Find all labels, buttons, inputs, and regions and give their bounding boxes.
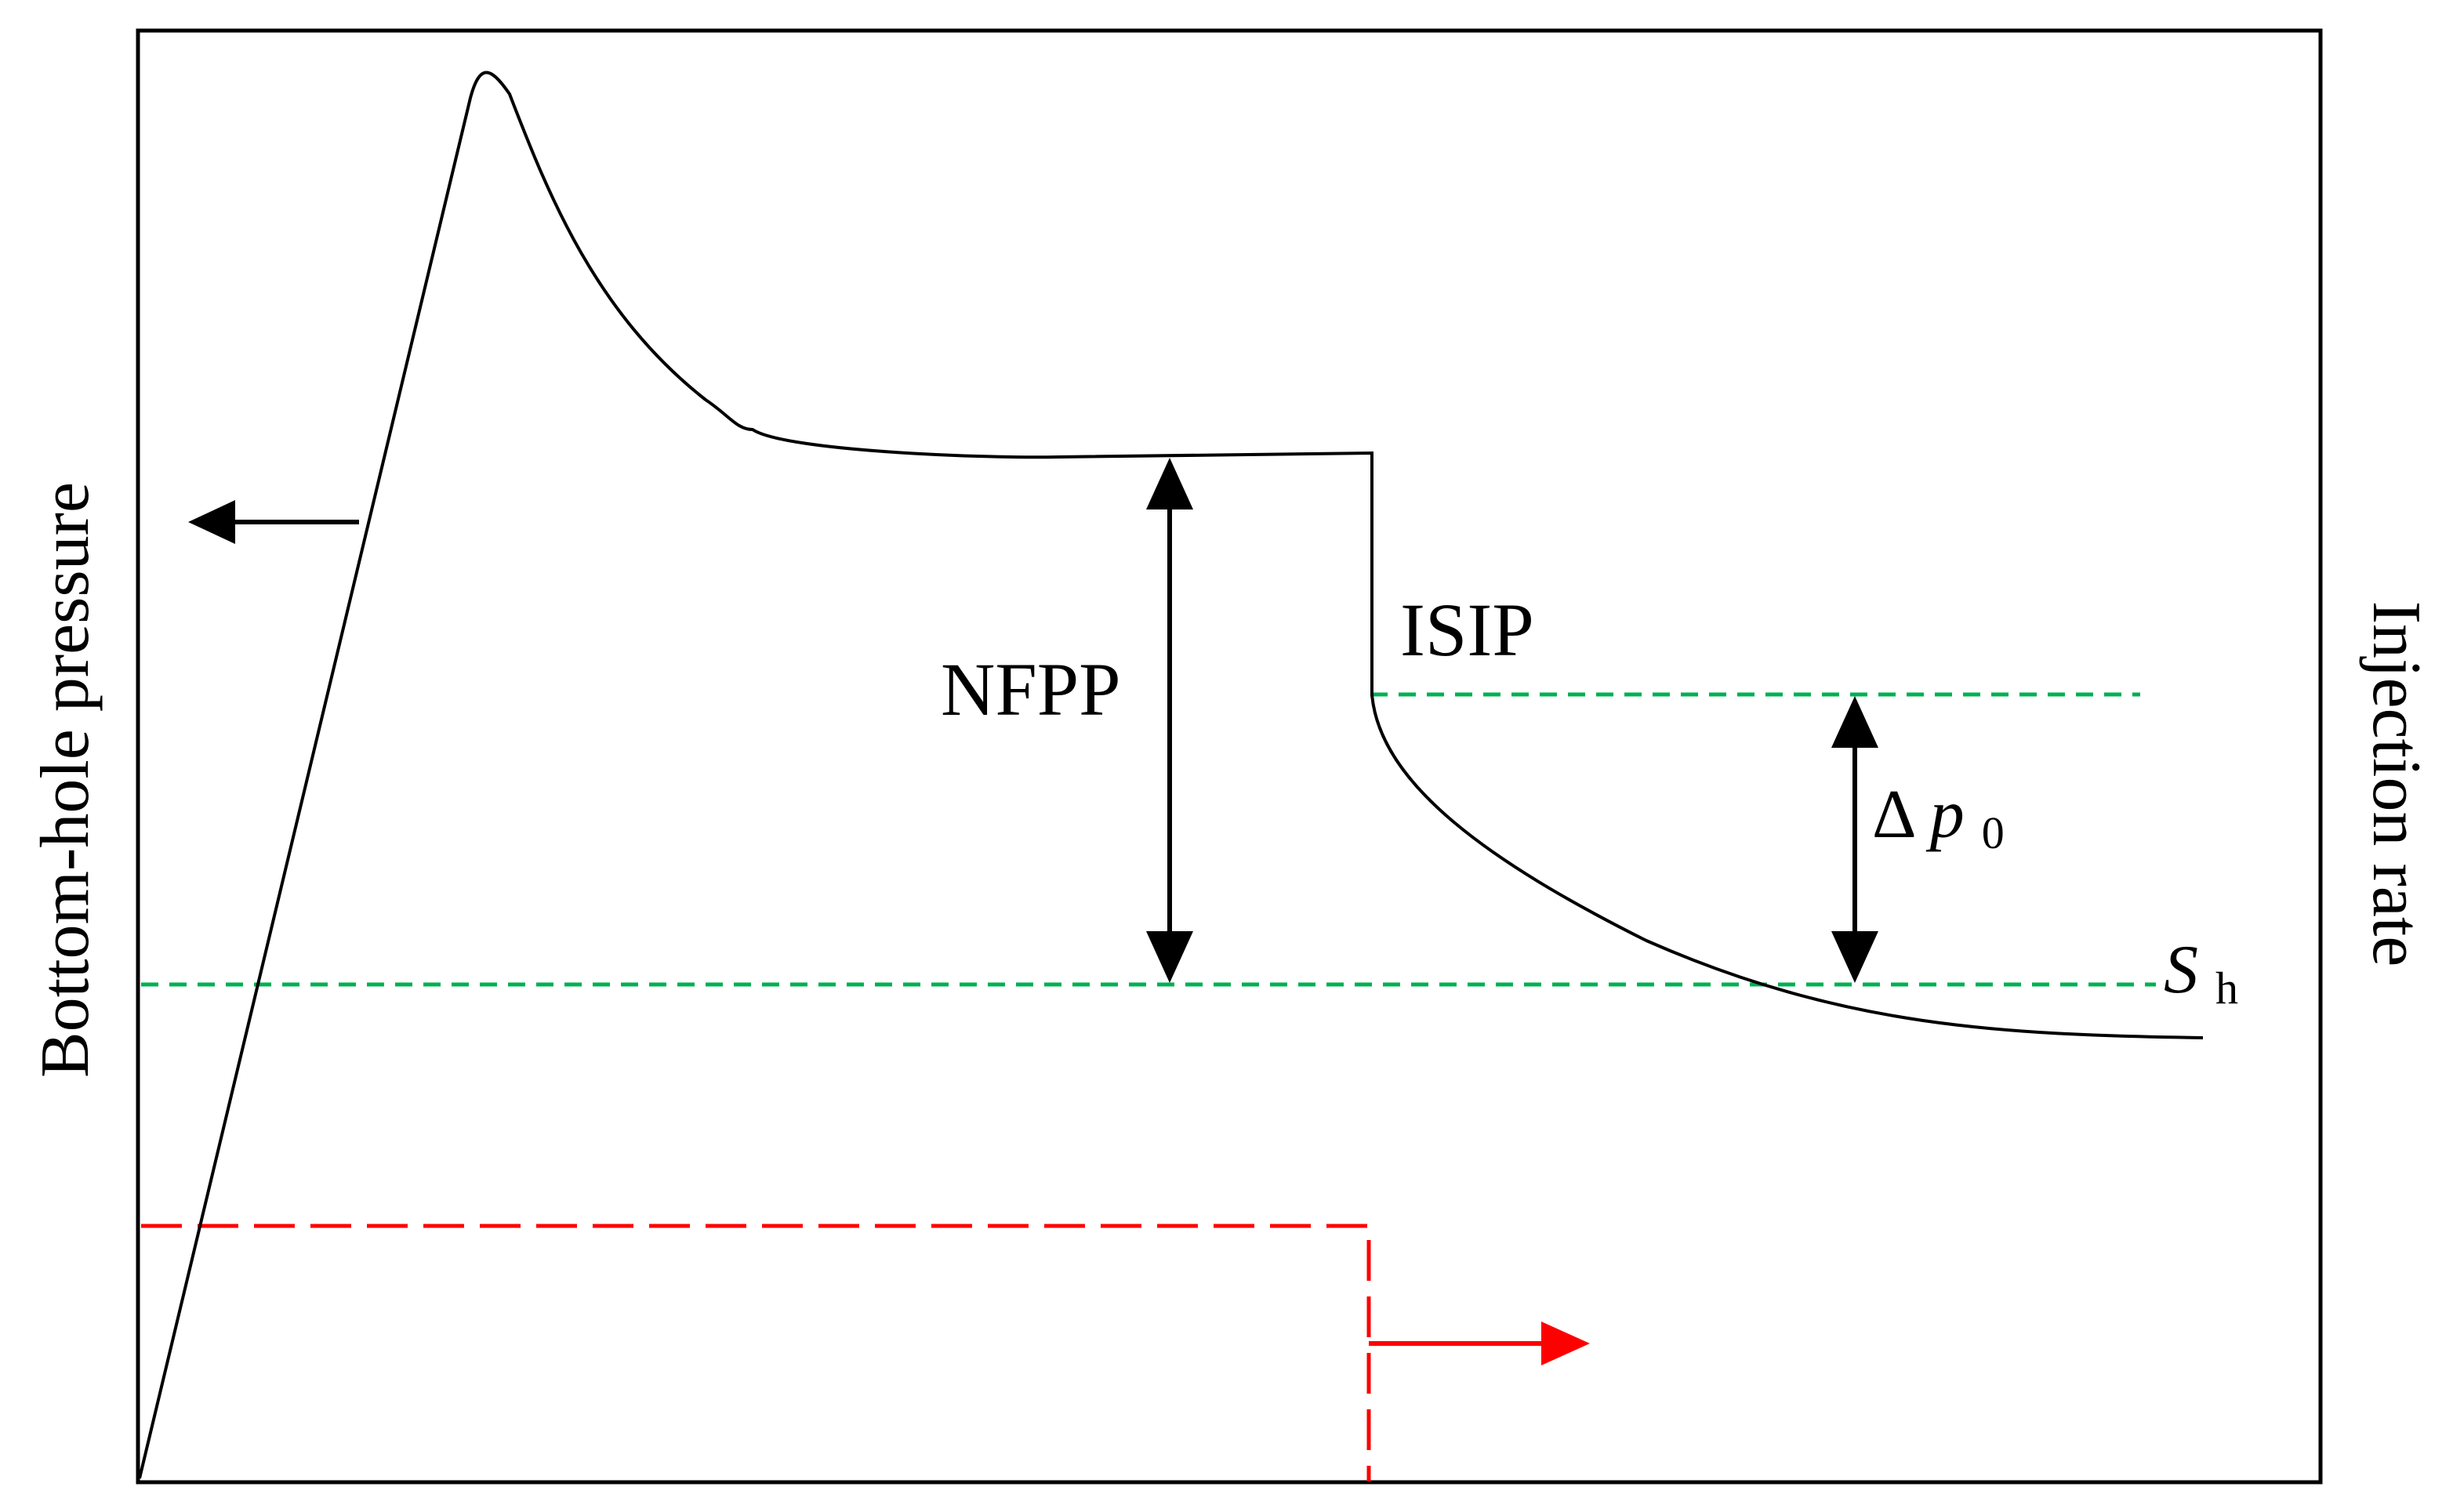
nfpp-label: NFPP (941, 647, 1121, 731)
arrow-right-icon (1369, 1322, 1590, 1365)
y-right-axis-label: Injection rate (2358, 601, 2434, 967)
delta-subscript: 0 (1982, 807, 2005, 858)
delta-p0-label: Δ p 0 (1872, 777, 2005, 858)
arrow-left-icon (188, 500, 359, 544)
delta-variable: p (1925, 777, 1965, 853)
double-arrow-vertical-icon (1146, 458, 1193, 983)
delta-symbol: Δ (1872, 777, 1914, 853)
sh-label: S h (2164, 932, 2238, 1013)
injection-rate-line (141, 1224, 1371, 1481)
isip-label: ISIP (1400, 588, 1534, 672)
y-left-axis-label: Bottom-hole pressure (27, 482, 103, 1078)
pressure-curve (138, 71, 2204, 1479)
plot-frame (136, 28, 2323, 1485)
double-arrow-vertical-icon (1831, 696, 1878, 983)
sh-subscript: h (2215, 963, 2238, 1013)
sh-variable: S (2164, 932, 2198, 1008)
